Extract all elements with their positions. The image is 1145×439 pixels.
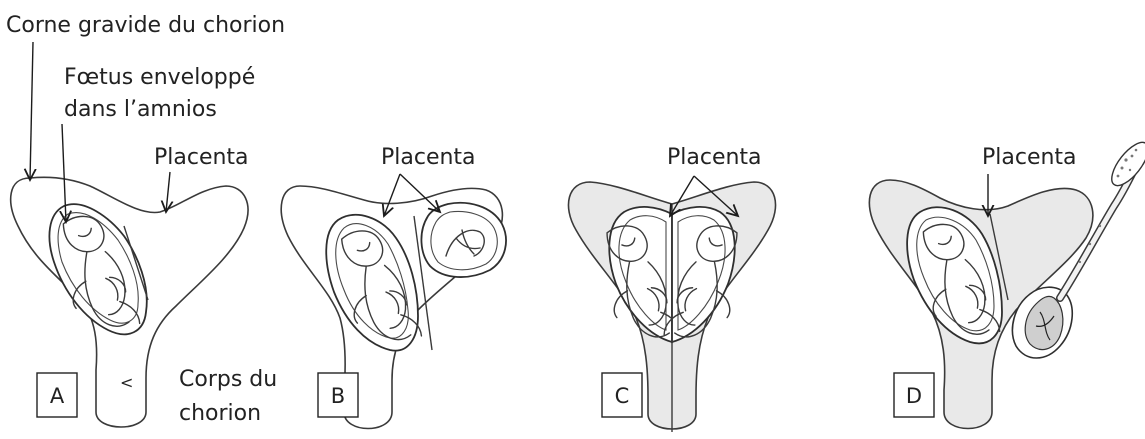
label-foetus-line1: Fœtus enveloppé <box>64 65 255 90</box>
panel-b <box>281 186 506 429</box>
label-corne-gravide: Corne gravide du chorion <box>6 13 285 38</box>
arrow-placenta-a <box>166 172 170 212</box>
panel-letter-c: C <box>615 384 630 408</box>
panel-letter-b: B <box>331 384 345 408</box>
label-small-mark: < <box>120 373 133 392</box>
panel-letter-boxes: A B C D <box>37 373 934 417</box>
panel-letter-d: D <box>906 384 922 408</box>
label-placenta-d: Placenta <box>982 145 1077 170</box>
amnion-b-right <box>421 203 506 277</box>
label-placenta-c: Placenta <box>667 145 762 170</box>
panel-letter-a: A <box>50 384 65 408</box>
stalk-tip <box>1105 137 1145 192</box>
label-placenta-b: Placenta <box>381 145 476 170</box>
arrow-corne-gravide <box>30 42 33 180</box>
label-placenta-a: Placenta <box>154 145 249 170</box>
panel-c <box>568 182 775 432</box>
label-foetus-line2: dans l’amnios <box>64 97 217 122</box>
label-corps-line2: chorion <box>179 401 261 426</box>
label-corps-line1: Corps du <box>179 367 277 392</box>
